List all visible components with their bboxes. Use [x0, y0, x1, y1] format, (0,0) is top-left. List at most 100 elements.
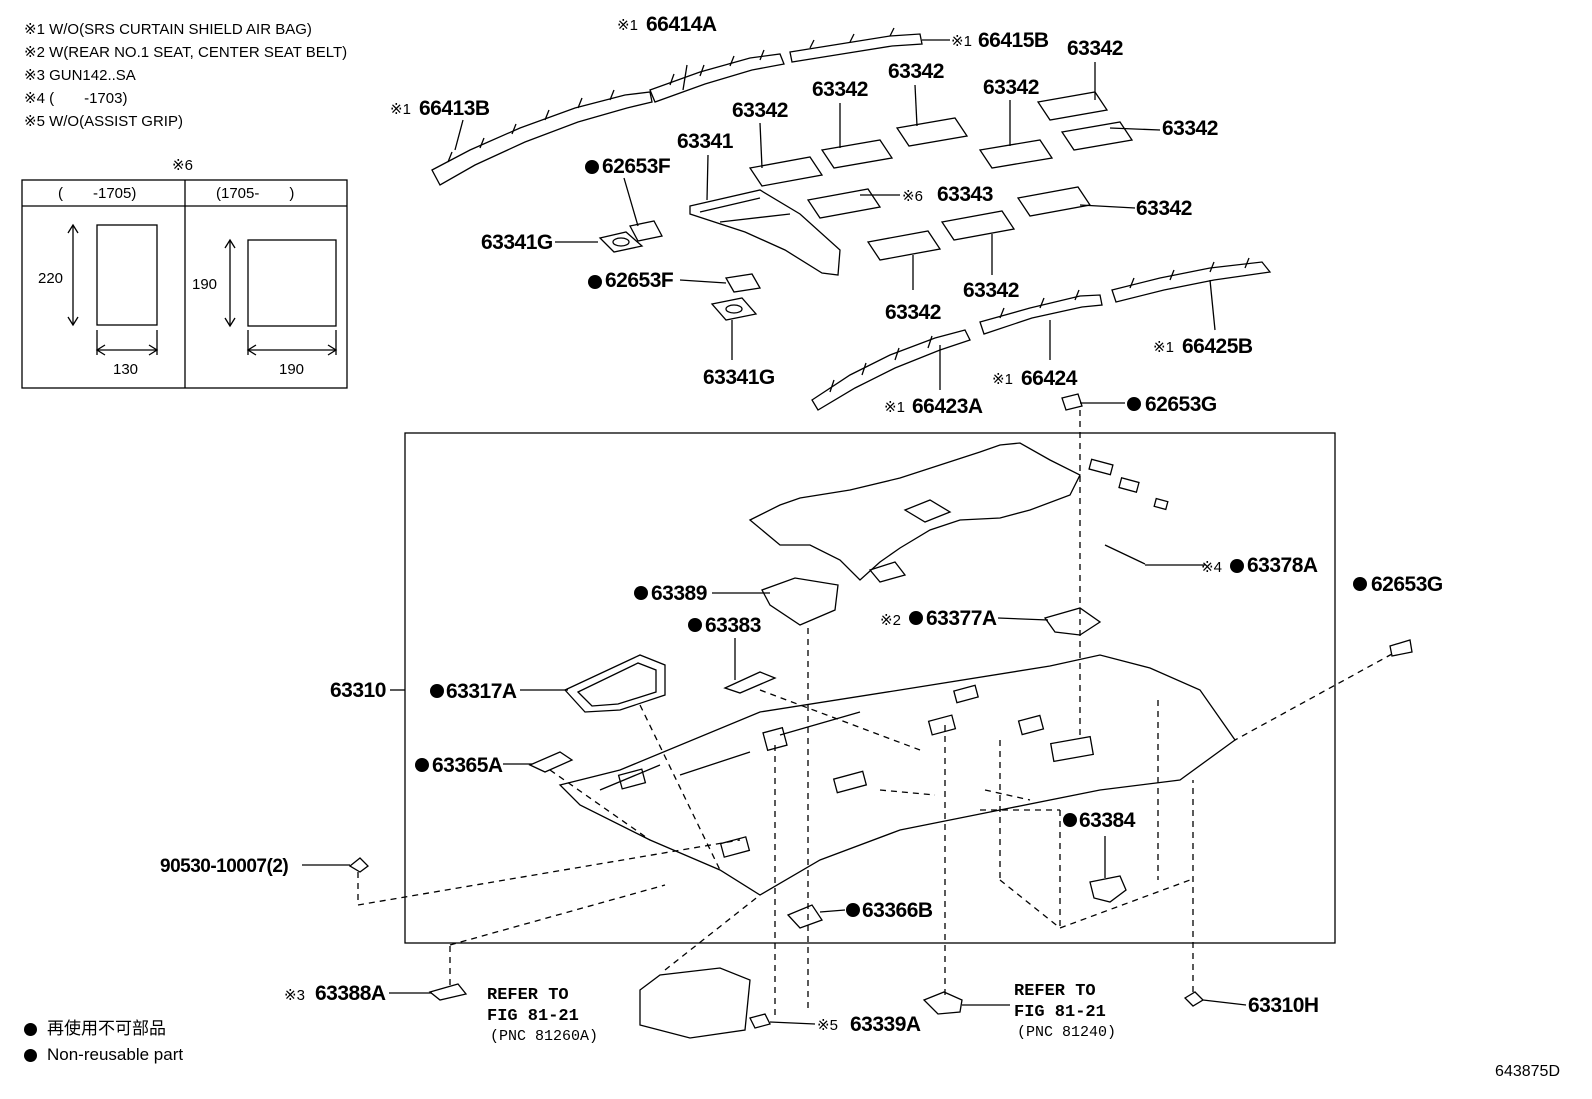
mark-66423A: ※1: [884, 399, 905, 416]
notes-block: ※1 W/O(SRS CURTAIN SHIELD AIR BAG) ※2 W(…: [24, 18, 347, 133]
part-63366B: [786, 904, 823, 929]
illustration-id: 643875D: [1495, 1063, 1560, 1080]
legend-dot-icon: [24, 1022, 37, 1036]
label-63342-i: 63342: [885, 301, 941, 324]
label-63384: 63384: [1079, 809, 1136, 832]
label-63342-a: 63342: [1067, 37, 1123, 60]
mark-63377A: ※2: [880, 612, 901, 629]
legend-dot-icon: [24, 1048, 37, 1062]
ref1-fig: FIG 81-21: [487, 1007, 579, 1026]
roof-rail-66415B: [789, 27, 923, 63]
clip-63310H: [1183, 991, 1205, 1007]
label-62653F-b: 62653F: [605, 269, 674, 292]
note-5: ※5 W/O(ASSIST GRIP): [24, 113, 183, 130]
label-63383: 63383: [705, 614, 761, 637]
label-90530-10007: 90530-10007(2): [160, 856, 288, 877]
note-1: ※1 W/O(SRS CURTAIN SHIELD AIR BAG): [24, 21, 312, 38]
strip-63378A: [1104, 544, 1146, 565]
mark-66413B: ※1: [390, 101, 411, 118]
small-clips: [1088, 458, 1169, 511]
ref1-refer-to: REFER TO: [487, 986, 569, 1005]
label-63343: 63343: [937, 183, 993, 206]
label-66414A: 66414A: [646, 13, 717, 36]
table-col1-header: ( -1705): [58, 185, 136, 202]
label-63342-h: 63342: [963, 279, 1019, 302]
legend-row-jp: 再使用不可部品: [24, 1016, 183, 1042]
label-63341G-b: 63341G: [703, 366, 775, 389]
map-lamp-81260A: [639, 967, 751, 1039]
leader-lines: [302, 39, 1247, 1025]
label-63388A: 63388A: [315, 982, 386, 1005]
ref2-fig: FIG 81-21: [1014, 1003, 1106, 1022]
part-63365A: [528, 751, 574, 773]
label-63310: 63310: [330, 679, 386, 702]
clip-90530: [348, 857, 369, 873]
label-62653G-a: 62653G: [1145, 393, 1217, 416]
label-63339A: 63339A: [850, 1013, 921, 1036]
label-66415B: 66415B: [978, 29, 1049, 52]
table-mark: ※6: [172, 157, 193, 174]
ref2-refer-to: REFER TO: [1014, 982, 1096, 1001]
mark-66415B: ※1: [951, 33, 972, 50]
label-66424: 66424: [1021, 367, 1078, 390]
label-63378A: 63378A: [1247, 554, 1318, 577]
dimension-table: [21, 179, 348, 389]
mark-63343: ※6: [902, 188, 923, 205]
label-63317A: 63317A: [446, 680, 517, 703]
part-63377A: [1043, 607, 1102, 636]
note-3: ※3 GUN142..SA: [24, 67, 136, 84]
clip-62653G-right: [1389, 639, 1413, 657]
label-63377A: 63377A: [926, 607, 997, 630]
part-63384: [1089, 875, 1127, 903]
table-col2-header: (1705- ): [216, 185, 294, 202]
note-2: ※2 W(REAR NO.1 SEAT, CENTER SEAT BELT): [24, 44, 348, 61]
label-63342-e: 63342: [732, 99, 788, 122]
label-66413B: 66413B: [419, 97, 490, 120]
mark-66414A: ※1: [617, 17, 638, 34]
label-66423A: 66423A: [912, 395, 983, 418]
legend-row-en: Non-reusable part: [24, 1042, 183, 1068]
ref1-pnc: (PNC 81260A): [490, 1028, 598, 1045]
label-63342-c: 63342: [983, 76, 1039, 99]
cap-63339A: [749, 1013, 771, 1029]
roof-pads: [598, 91, 1134, 321]
legend: 再使用不可部品 Non-reusable part: [24, 1016, 183, 1068]
mark-63388A: ※3: [284, 987, 305, 1004]
label-62653F-a: 62653F: [602, 155, 671, 178]
headliner-box: [404, 432, 1336, 944]
label-63341G-a: 63341G: [481, 231, 553, 254]
lamp-81240: [922, 991, 963, 1015]
part-63317A-inner: [576, 662, 657, 707]
part-63389: [761, 577, 839, 626]
mark-63339A: ※5: [817, 1017, 838, 1034]
roof-rail-66423A: [811, 329, 971, 411]
roof-rail-66424: [979, 289, 1103, 335]
part-63388A: [428, 983, 468, 1001]
label-63366B: 63366B: [862, 899, 933, 922]
headliner-panel: [558, 654, 1236, 896]
roof-rail-66414A: [649, 49, 785, 103]
label-63342-d: 63342: [812, 78, 868, 101]
label-62653G-b: 62653G: [1371, 573, 1443, 596]
ref2-pnc: (PNC 81240): [1017, 1024, 1116, 1041]
table-col1-width: 130: [113, 361, 138, 378]
label-63342-g: 63342: [1136, 197, 1192, 220]
legend-jp-text: 再使用不可部品: [47, 1019, 166, 1038]
mark-66425B: ※1: [1153, 339, 1174, 356]
label-63365A: 63365A: [432, 754, 503, 777]
note-4: ※4 ( -1703): [24, 90, 128, 107]
legend-en-text: Non-reusable part: [47, 1045, 184, 1064]
label-63341: 63341: [677, 130, 734, 153]
label-63389: 63389: [651, 582, 707, 605]
label-63342-b: 63342: [888, 60, 944, 83]
headliner-insulation: [748, 442, 1081, 583]
label-63342-f: 63342: [1162, 117, 1218, 140]
label-66425B: 66425B: [1182, 335, 1253, 358]
part-63317A: [563, 654, 666, 713]
part-63383: [723, 671, 777, 694]
table-col2-width: 190: [279, 361, 304, 378]
nonreusable-dots: [415, 160, 1367, 917]
assembly-lines: [357, 410, 1393, 1018]
mark-63378A: ※4: [1201, 559, 1222, 576]
